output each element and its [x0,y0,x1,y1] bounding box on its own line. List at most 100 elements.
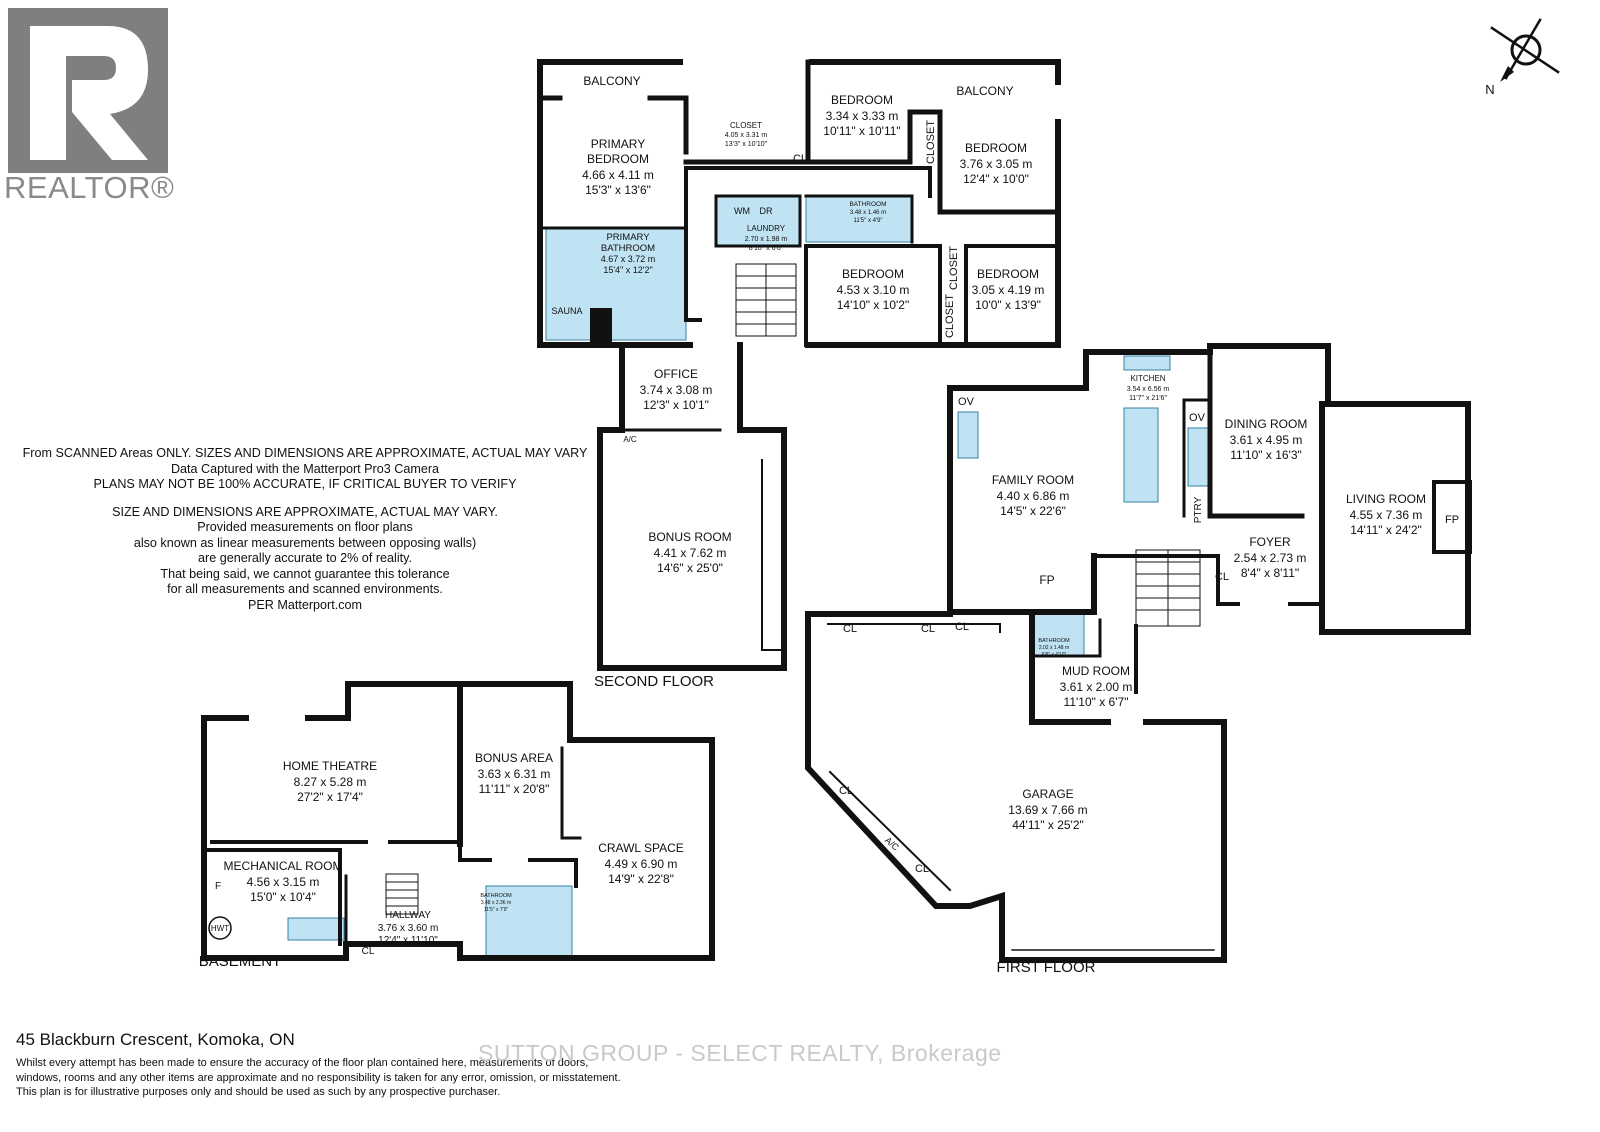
note-line: also known as linear measurements betwee… [133,535,477,550]
basement-plan [201,681,715,961]
room-dimension: 11'10" x 16'3" [1230,448,1302,462]
room-label: BATHROOM [601,243,655,254]
room-dimension: 2.02 x 1.48 m [1039,645,1069,651]
room-label: BATHROOM [849,201,886,208]
room-dimension: 3.61 x 4.95 m [1230,433,1303,447]
room-label: OV [958,396,975,408]
north-compass-icon [1490,18,1560,82]
room-label: BALCONY [956,84,1013,98]
room-label: CRAWL SPACE [598,841,684,855]
room-label: CL [843,623,857,635]
room-dimension: 44'11" x 25'2" [1012,818,1084,832]
room-label: MUD ROOM [1062,664,1130,678]
room-dimension: 8'10" x 6'6" [749,245,784,252]
room-dimension: 11'10" x 6'7" [1064,695,1129,709]
room-dimension: 12'3" x 10'1" [643,398,709,412]
room-label: PTRY [1193,496,1204,523]
property-address: 45 Blackburn Crescent, Komoka, ON [16,1030,295,1049]
room-dimension: 13.69 x 7.66 m [1008,803,1087,817]
room-label: PRIMARY [606,232,650,243]
room-dimension: 4.53 x 3.10 m [837,283,910,297]
note-line: Provided measurements on floor plans [197,520,413,534]
room-dimension: 15'0" x 10'4" [250,890,316,904]
room-dimension: 10'11" x 10'11" [823,124,900,138]
room-label: CL [1215,571,1229,583]
disclaimer-line: Whilst every attempt has been made to en… [16,1057,589,1069]
first-floor-plan [805,343,1472,963]
room-label: DR [760,206,773,216]
realtor-wordmark: REALTOR® [4,170,175,205]
room-dimension: 11'7" x 21'6" [1129,395,1167,402]
room-label: BATHROOM [1038,638,1070,644]
room-dimension: 14'5" x 22'6" [1000,504,1066,518]
room-label: BONUS ROOM [648,530,731,544]
room-dimension: 14'11" x 24'2" [1350,523,1422,537]
room-label: A/C [623,435,637,444]
room-dimension: 3.48 x 1.46 m [850,210,886,216]
room-dimension: 14'9" x 22'8" [608,872,674,886]
room-label: BALCONY [583,74,640,88]
note-line: Data Captured with the Matterport Pro3 C… [170,461,440,476]
room-label: CL [921,623,935,635]
room-dimension: 3.76 x 3.05 m [960,157,1033,171]
room-label: BEDROOM [965,141,1027,155]
room-dimension: 4.55 x 7.36 m [1350,508,1423,522]
room-dimension: 3.61 x 2.00 m [1060,680,1133,694]
room-label: CLOSET [925,120,937,164]
room-dimension: 10'0" x 13'9" [975,298,1041,312]
note-line: From SCANNED Areas ONLY. SIZES AND DIMEN… [22,446,588,460]
room-dimension: 11'11" x 20'8" [479,782,550,796]
room-dimension: 15'4" x 12'2" [603,265,652,275]
room-dimension: 6'8" x 4'10" [1042,652,1067,658]
room-label: BATHROOM [480,893,512,899]
room-label: FOYER [1249,535,1291,549]
room-dimension: 11'5" x 4'9" [853,218,882,224]
floor-label: BASEMENT [199,953,282,970]
room-label: HALLWAY [385,910,431,921]
disclaimer-line: This plan is for illustrative purposes o… [16,1086,501,1098]
room-dimension: 8'4" x 8'11" [1241,566,1299,580]
room-label: GARAGE [1022,787,1073,801]
room-dimension: 13'3" x 10'10" [725,141,768,148]
room-label: FP [1039,573,1054,587]
room-label: FP [1445,514,1459,526]
room-label: CL [915,863,929,875]
room-dimension: 12'4" x 10'0" [963,172,1029,186]
room-dimension: 4.56 x 3.15 m [247,875,320,889]
room-label: BEDROOM [831,93,893,107]
room-label: BONUS AREA [475,751,553,765]
second-floor-plan [537,59,1061,671]
room-dimension: 14'6" x 25'0" [657,561,723,575]
room-dimension: 3.63 x 6.31 m [478,767,551,781]
room-label: PRIMARY [591,137,645,151]
room-dimension: 3.76 x 3.60 m [378,923,439,934]
room-dimension: 14'10" x 10'2" [837,298,910,312]
room-label: CL [955,621,969,633]
disclaimer: Whilst every attempt has been made to en… [16,1056,621,1100]
room-label: OV [1189,412,1206,424]
note-line: are generally accurate to 2% of reality. [198,551,412,565]
room-dimension: 4.40 x 6.86 m [997,489,1070,503]
room-dimension: 11'5" x 7'9" [484,907,508,913]
room-dimension: 2.54 x 2.73 m [1234,551,1307,565]
room-label: F [215,881,221,892]
room-dimension: 27'2" x 17'4" [297,790,363,804]
room-dimension: 2.70 x 1.98 m [745,236,788,243]
room-label: FAMILY ROOM [992,473,1074,487]
room-label: SAUNA [551,306,582,316]
note-line: for all measurements and scanned environ… [167,582,443,596]
room-label: HWT [211,924,229,933]
measurement-notes: From SCANNED Areas ONLY. SIZES AND DIMEN… [20,446,590,613]
note-line: That being said, we cannot guarantee thi… [160,566,450,581]
room-label: WM [734,206,750,216]
room-label: OFFICE [654,367,698,381]
room-label: LAUNDRY [747,224,786,233]
room-dimension: 12'4" x 11'10" [378,935,438,946]
room-label: DINING ROOM [1225,417,1308,431]
room-dimension: 4.05 x 3.31 m [725,132,768,139]
room-label: BEDROOM [587,152,649,166]
room-dimension: 3.05 x 4.19 m [972,283,1045,297]
room-dimension: 3.34 x 3.33 m [826,109,899,123]
